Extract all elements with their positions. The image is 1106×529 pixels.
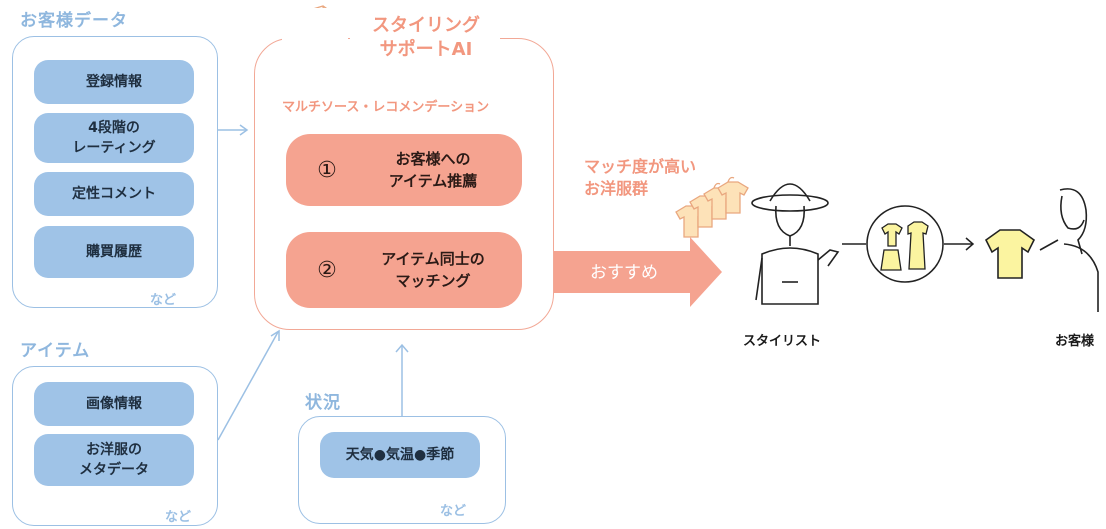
customer-figure: [984, 188, 1099, 312]
item-purchase-history: 購買履歴: [34, 226, 194, 278]
recommendation-item-matching: ② アイテム同士の マッチング: [286, 232, 522, 308]
customer-data-title: お客様データ: [20, 11, 128, 31]
ai-logo-backdrop: [282, 8, 348, 64]
situation-title: 状況: [305, 393, 341, 413]
outfit-circle: [866, 205, 944, 283]
recommend-label: おすすめ: [590, 263, 658, 283]
ai-title: スタイリング サポートAI: [372, 15, 480, 60]
customer-data-etc: など: [150, 293, 177, 308]
situation-etc: など: [440, 504, 467, 519]
step-label: アイテム同士の マッチング: [381, 250, 485, 290]
clothes-on-hangers-icon: [675, 176, 749, 238]
stylist-figure: [751, 183, 840, 305]
arrow-head: [239, 124, 249, 136]
item-image-info: 画像情報: [34, 382, 194, 426]
arrow-items-to-ai: [217, 331, 279, 441]
item-clothing-metadata: お洋服の メタデータ: [34, 434, 194, 486]
high-match-clothes-label: マッチ度が高い お洋服群: [584, 157, 697, 198]
customer-label: お客様: [1055, 334, 1095, 349]
step-label: お客様への アイテム推薦: [388, 150, 478, 190]
items-title: アイテム: [20, 341, 91, 361]
item-weather-temperature-season: 天気●気温●季節: [320, 432, 480, 478]
item-registration-info: 登録情報: [34, 60, 194, 104]
arrow-head: [395, 343, 409, 353]
item-four-level-rating: 4段階の レーティング: [34, 113, 194, 163]
stylist-label: スタイリスト: [743, 334, 822, 349]
ai-subtitle: マルチソース・レコメンデーション: [282, 100, 490, 115]
step-number: ①: [317, 157, 337, 183]
ai-title-backdrop: [350, 12, 500, 66]
items-etc: など: [165, 510, 192, 525]
step-number: ②: [317, 257, 337, 283]
outfit-icon: [880, 221, 929, 271]
arrow-head: [270, 329, 280, 341]
recommendation-item-to-customer: ① お客様への アイテム推薦: [286, 134, 522, 206]
recommend-arrow: [553, 237, 722, 307]
item-qualitative-comment: 定性コメント: [34, 172, 194, 216]
